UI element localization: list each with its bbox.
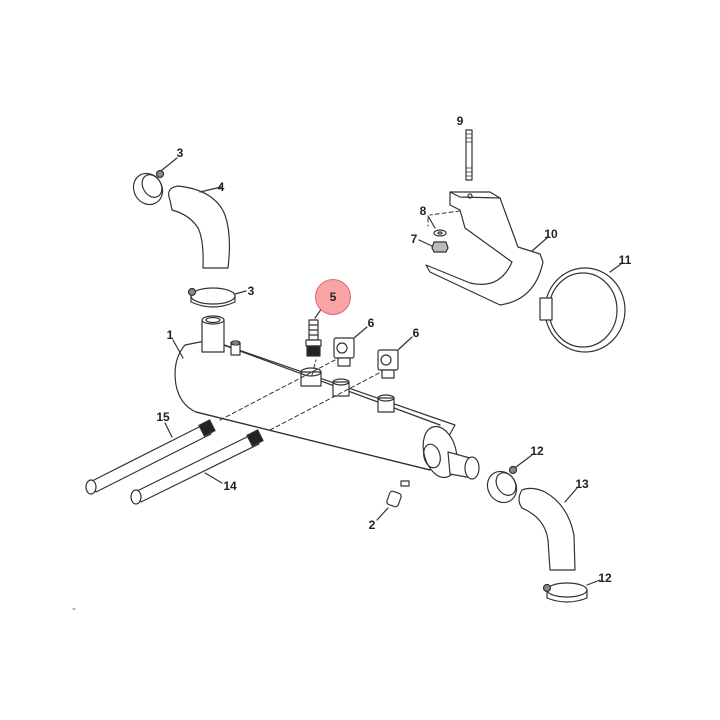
band-clamp-11[interactable] <box>539 263 626 353</box>
callout-15[interactable]: 15 <box>156 410 170 424</box>
callout-3-upper[interactable]: 3 <box>176 146 184 160</box>
callout-12-upper[interactable]: 12 <box>530 444 544 458</box>
callout-2[interactable]: 2 <box>368 518 376 532</box>
callout-1[interactable]: 1 <box>166 328 174 342</box>
elbow-fitting-6b[interactable] <box>377 336 413 379</box>
drain-plug-2[interactable] <box>376 480 410 521</box>
callout-3-lower[interactable]: 3 <box>247 284 255 298</box>
mounting-bracket-10[interactable] <box>425 191 548 306</box>
callout-4[interactable]: 4 <box>217 180 225 194</box>
hose-clamp-3-lower[interactable] <box>187 287 247 308</box>
callout-9[interactable]: 9 <box>456 114 464 128</box>
elbow-hose-4[interactable] <box>168 185 231 269</box>
hose-clamp-12-lower[interactable] <box>542 579 601 603</box>
callout-11[interactable]: 11 <box>618 253 632 267</box>
stud-9[interactable] <box>465 129 473 181</box>
callout-13[interactable]: 13 <box>575 477 589 491</box>
elbow-hose-13[interactable] <box>518 487 578 571</box>
callout-10[interactable]: 10 <box>544 227 558 241</box>
callout-7[interactable]: 7 <box>410 232 418 246</box>
callout-5-selected[interactable]: 5 <box>315 279 351 315</box>
elbow-fitting-6a[interactable] <box>333 326 368 367</box>
braided-hose-15[interactable] <box>85 419 216 495</box>
assembly-guide-lines <box>219 209 468 431</box>
callout-6b[interactable]: 6 <box>412 326 420 340</box>
callout-14[interactable]: 14 <box>223 479 237 493</box>
nut-7[interactable] <box>418 239 449 253</box>
callout-5-label: 5 <box>329 290 337 304</box>
hose-clamp-3-upper[interactable] <box>128 157 178 210</box>
washer-8[interactable] <box>427 215 447 237</box>
hose-clamp-12-upper[interactable] <box>482 454 533 508</box>
braided-hose-14[interactable] <box>130 429 264 505</box>
callout-6a[interactable]: 6 <box>367 316 375 330</box>
callout-12-lower[interactable]: 12 <box>598 571 612 585</box>
callout-8[interactable]: 8 <box>419 204 427 218</box>
manifold-tube-1[interactable] <box>172 315 480 481</box>
hose-barb-fitting-5[interactable] <box>305 307 323 357</box>
